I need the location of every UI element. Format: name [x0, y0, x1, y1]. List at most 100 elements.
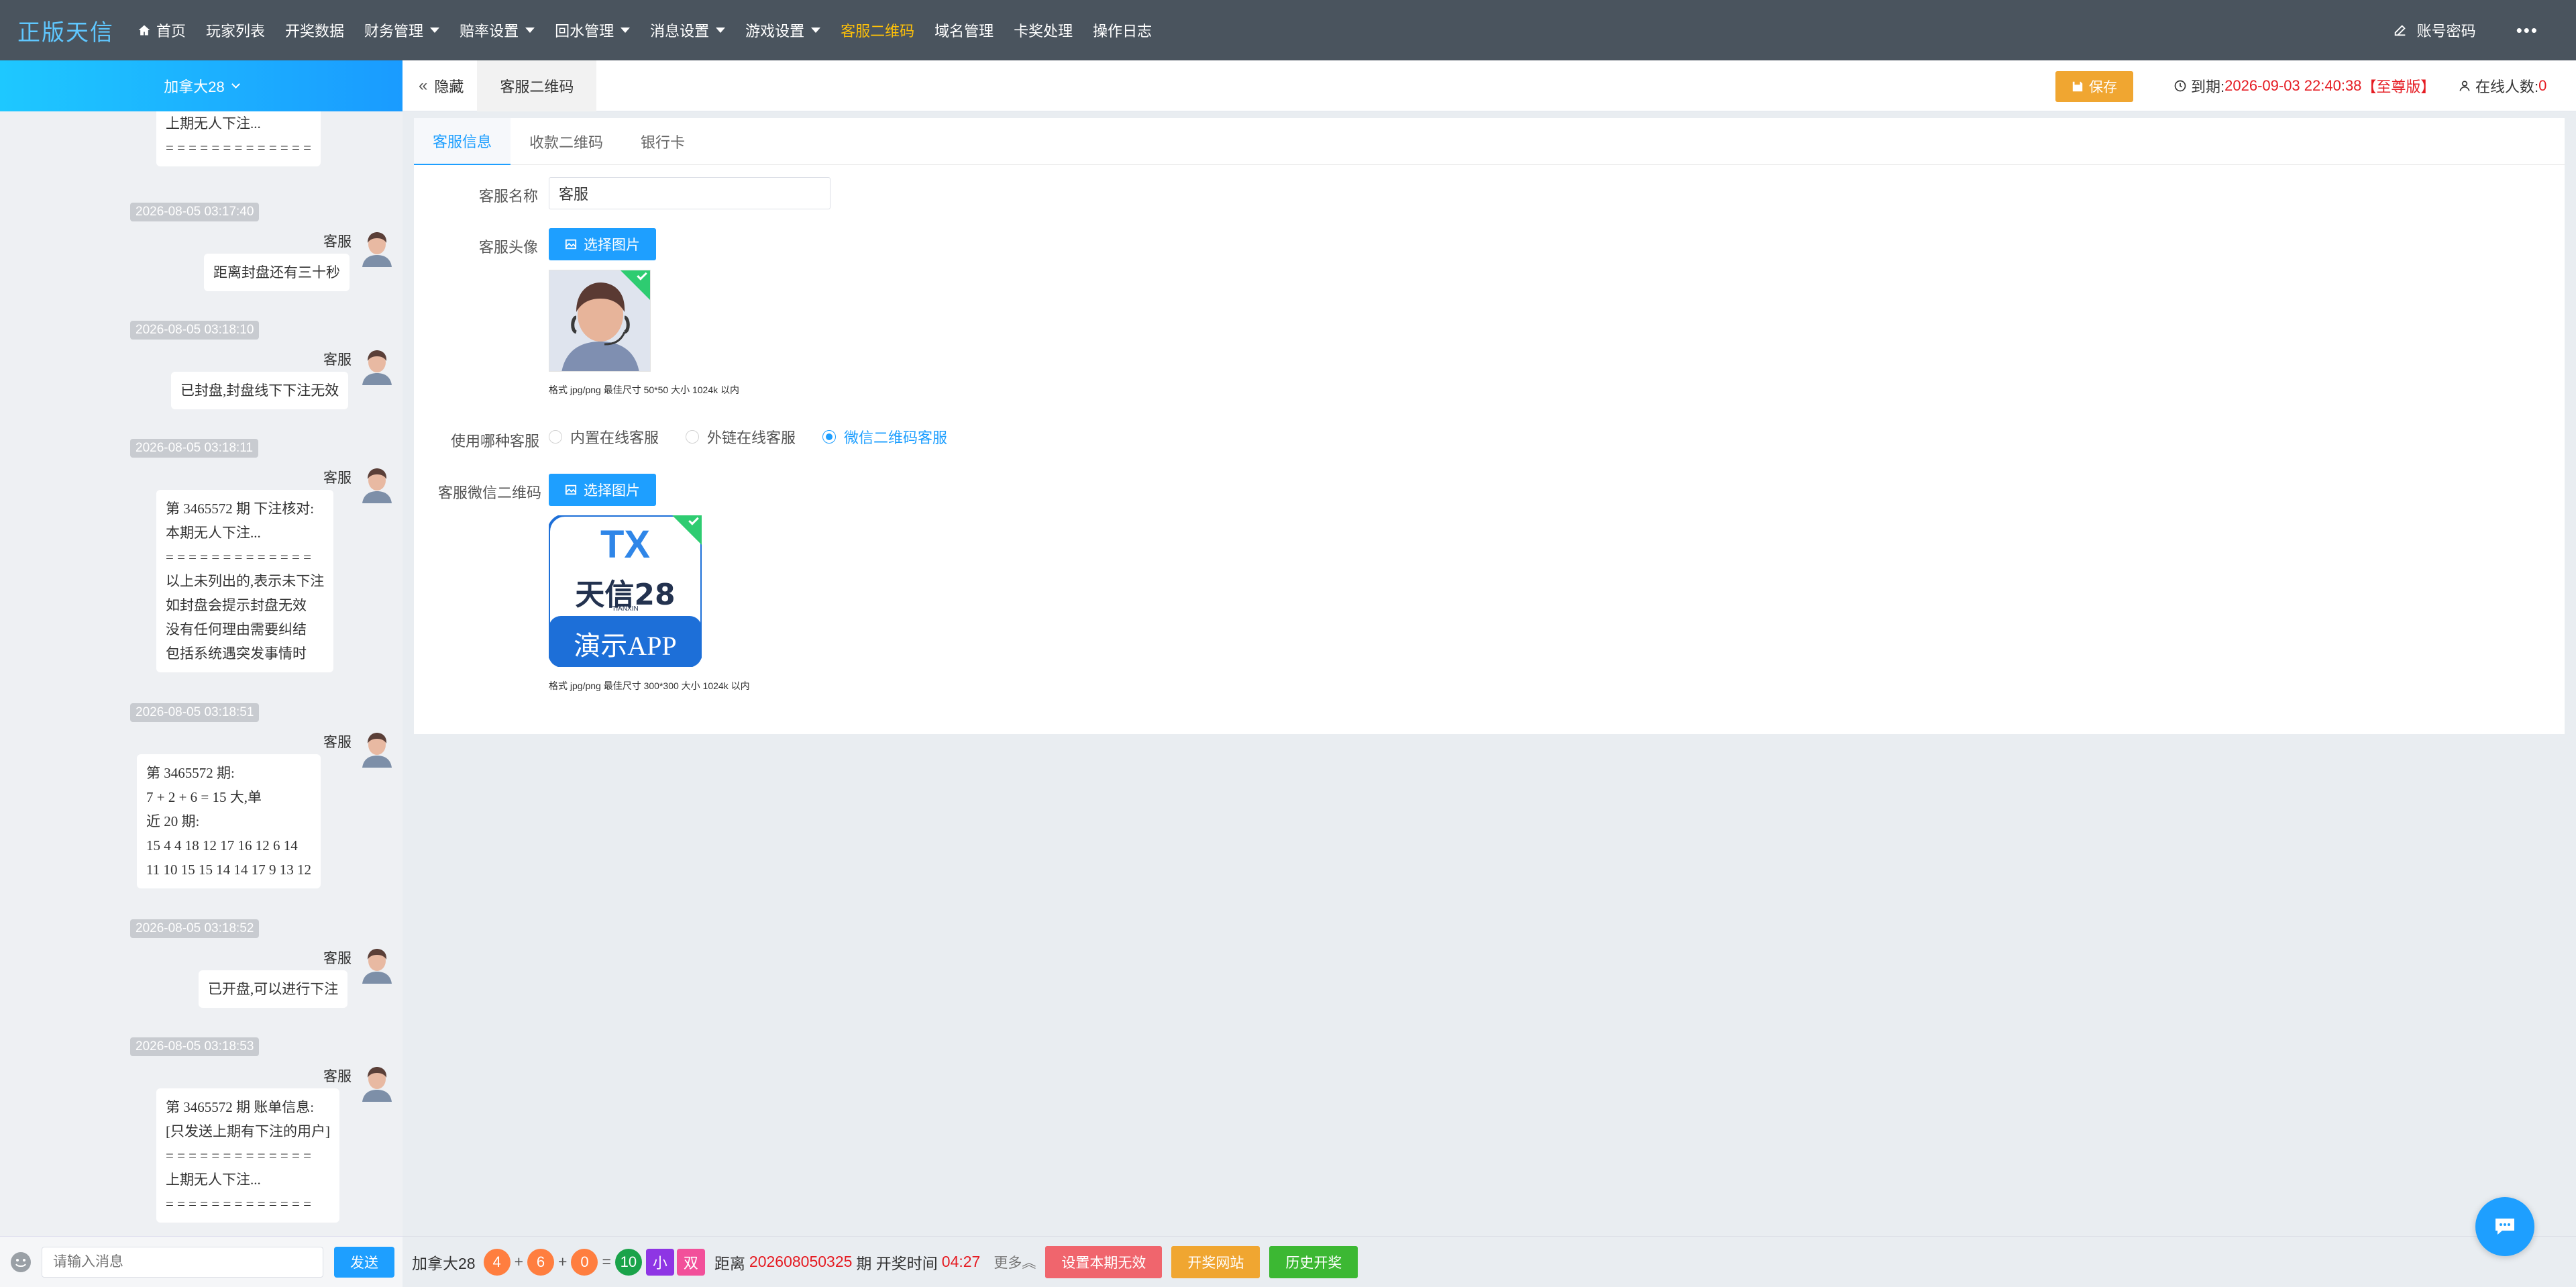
- more-toggle[interactable]: 更多︽: [994, 1252, 1036, 1272]
- result-ball: 0: [571, 1248, 598, 1276]
- app-logo-image: [549, 515, 702, 667]
- nav-item-service-qr[interactable]: 客服二维码: [830, 0, 924, 60]
- bubble-line: 上期无人下注...: [166, 1172, 261, 1188]
- bubble-line: 第 3465572 期 账单信息:: [166, 1099, 315, 1115]
- agent-avatar-icon: [357, 463, 397, 503]
- floating-chat-button[interactable]: [2475, 1197, 2534, 1256]
- nav-item-label: 财务管理: [364, 23, 424, 40]
- radio-label: 内置在线客服: [570, 429, 659, 446]
- chat-bubble-icon: [2496, 1219, 2514, 1235]
- save-icon: [2072, 81, 2083, 92]
- result-ball: 4: [483, 1248, 511, 1276]
- online-label: 在线人数:: [2475, 79, 2539, 95]
- brand-logo[interactable]: 正版天信: [17, 20, 114, 46]
- bubble-line: 已开盘,可以进行下注: [208, 981, 339, 997]
- message-sender: 客服: [323, 735, 352, 750]
- nav-item-rebate[interactable]: 回水管理: [545, 0, 640, 60]
- chat-bubble: 第 3465572 期: 7 + 2 + 6 = 15 大,单 近 20 期: …: [137, 754, 321, 888]
- nav-item-odds[interactable]: 赔率设置: [449, 0, 545, 60]
- save-button[interactable]: 保存: [2055, 71, 2133, 102]
- equals-sign: =: [602, 1253, 611, 1270]
- nav-item-label: 游戏设置: [745, 23, 805, 40]
- chat-bubble: 已封盘,封盘线下下注无效: [171, 372, 349, 409]
- image-icon: [565, 239, 577, 250]
- nav-item-players[interactable]: 玩家列表: [196, 0, 275, 60]
- more-menu-icon[interactable]: •••: [2516, 19, 2538, 40]
- tab-service-qr[interactable]: 客服二维码: [477, 60, 597, 111]
- double-chevron-left-icon: «: [419, 76, 428, 95]
- send-button[interactable]: 发送: [334, 1246, 394, 1278]
- expiry-date: 2026-09-03 22:40:38: [2224, 77, 2362, 94]
- nav-item-home[interactable]: 首页: [127, 0, 196, 60]
- countdown-timer: 04:27: [941, 1253, 981, 1270]
- bubble-line: 第 3465572 期:: [146, 765, 235, 781]
- service-name-input[interactable]: [549, 177, 830, 209]
- settings-subtabs: 客服信息 收款二维码 银行卡: [414, 118, 2565, 165]
- clock-icon: [2174, 80, 2186, 92]
- message-timestamp: 2026-08-05 03:18:11: [130, 439, 259, 458]
- caret-down-icon: [621, 28, 631, 33]
- nav-item-messages[interactable]: 消息设置: [640, 0, 735, 60]
- hide-sidebar-button[interactable]: « 隐藏: [402, 60, 477, 111]
- nav-item-domains[interactable]: 域名管理: [924, 0, 1004, 60]
- nav-item-finance[interactable]: 财务管理: [354, 0, 449, 60]
- message-sender: 客服: [323, 951, 352, 966]
- edition-badge: 【至尊版】: [2361, 79, 2436, 95]
- selected-corner: [672, 515, 702, 545]
- qr-preview[interactable]: TX 天信28 TIANXIN 演示APP: [549, 515, 702, 667]
- online-count: 在线人数: 0: [2458, 60, 2546, 111]
- chat-bubble: 已开盘,可以进行下注: [199, 970, 348, 1008]
- history-draws-button[interactable]: 历史开奖: [1269, 1245, 1358, 1278]
- chat-game-label: 加拿大28: [164, 79, 225, 95]
- bubble-line: = = = = = = = = = = = = =: [166, 549, 311, 565]
- radio-label: 外链在线客服: [707, 429, 796, 446]
- chat-message-input[interactable]: [42, 1246, 323, 1278]
- bubble-line: 包括系统遇突发事情时: [166, 646, 307, 662]
- lottery-site-button[interactable]: 开奖网站: [1171, 1245, 1260, 1278]
- message-sender: 客服: [323, 234, 352, 250]
- qr-logo-tx: TX: [600, 523, 651, 566]
- radio-circle: [686, 430, 700, 444]
- tab-bank-card[interactable]: 银行卡: [641, 134, 686, 151]
- online-value: 0: [2538, 77, 2547, 94]
- pick-qr-button[interactable]: 选择图片: [549, 474, 656, 506]
- tab-service-info[interactable]: 客服信息: [414, 118, 511, 165]
- avatar-preview[interactable]: [549, 270, 651, 372]
- save-label: 保存: [2089, 80, 2117, 95]
- nav-item-game-settings[interactable]: 游戏设置: [735, 0, 830, 60]
- service-name-label: 客服名称: [479, 188, 539, 205]
- message-sender: 客服: [323, 470, 352, 486]
- account-password-link[interactable]: 账号密码: [2393, 19, 2496, 41]
- radio-external-service[interactable]: 外链在线客服: [686, 426, 796, 448]
- radio-builtin-service[interactable]: 内置在线客服: [549, 426, 659, 448]
- chat-game-selector[interactable]: 加拿大28: [0, 60, 402, 111]
- message-sender: 客服: [323, 352, 352, 368]
- home-icon: [138, 25, 150, 36]
- page-tabbar: « 隐藏 客服二维码: [402, 60, 2576, 111]
- period-number: 202608050325: [749, 1253, 853, 1270]
- service-type-label: 使用哪种客服: [451, 433, 540, 450]
- service-type-radio-group: 内置在线客服 外链在线客服 微信二维码客服: [549, 423, 974, 450]
- radio-wechat-qr-service[interactable]: 微信二维码客服: [822, 426, 947, 448]
- nav-item-label: 开奖数据: [285, 23, 345, 40]
- bubble-line: [只发送上期有下注的用户]: [166, 1123, 330, 1139]
- caret-down-icon: [811, 28, 821, 33]
- chat-message-list[interactable]: 上期无人下注... = = = = = = = = = = = = = 2026…: [0, 111, 402, 1236]
- nav-item-operation-log[interactable]: 操作日志: [1083, 0, 1162, 60]
- emoji-icon[interactable]: [9, 1251, 32, 1274]
- bubble-line: = = = = = = = = = = = = =: [166, 1147, 311, 1164]
- tab-payment-qr[interactable]: 收款二维码: [529, 134, 604, 151]
- current-game-label: 加拿大28: [412, 1254, 476, 1272]
- bubble-line: 本期无人下注...: [166, 525, 261, 541]
- caret-down-icon: [430, 28, 440, 33]
- nav-item-lottery-data[interactable]: 开奖数据: [275, 0, 354, 60]
- nav-item-stuck-lottery[interactable]: 卡奖处理: [1004, 0, 1083, 60]
- user-icon: [2459, 81, 2470, 91]
- qr-logo-app: 演示APP: [574, 631, 677, 661]
- plus-sign: +: [514, 1253, 524, 1270]
- nav-item-label: 赔率设置: [460, 23, 519, 40]
- avatar-format-hint: 格式 jpg/png 最佳尺寸 50*50 大小 1024k 以内: [549, 384, 740, 395]
- invalidate-period-button[interactable]: 设置本期无效: [1045, 1245, 1163, 1278]
- pick-avatar-button[interactable]: 选择图片: [549, 228, 656, 260]
- edit-icon: [2394, 25, 2406, 36]
